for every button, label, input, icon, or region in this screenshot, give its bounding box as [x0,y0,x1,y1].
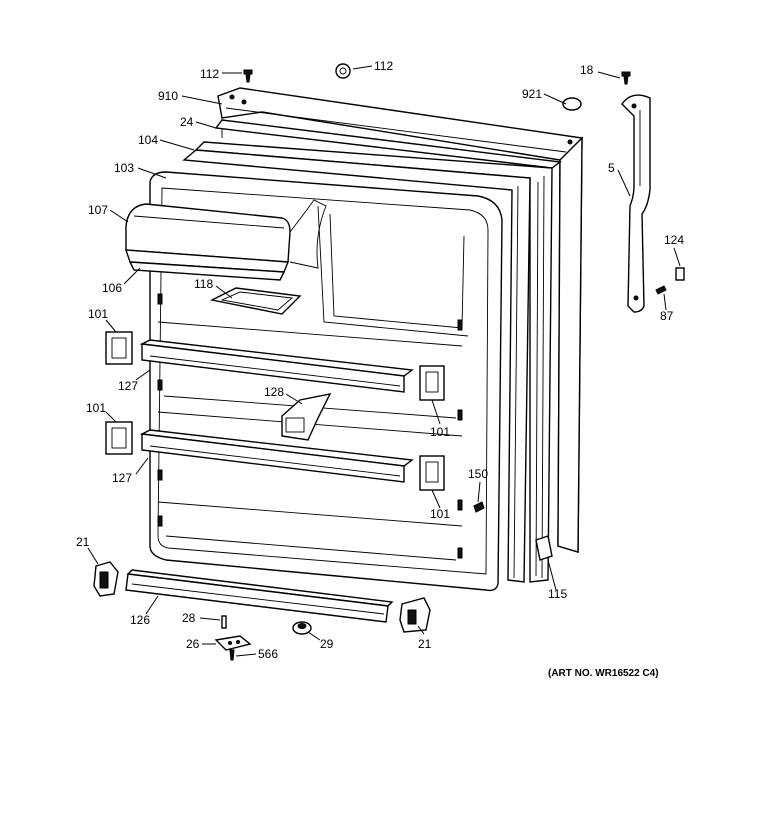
callout-28: 28 [182,611,196,625]
callout-5: 5 [608,161,615,175]
bin-clip [281,393,332,441]
door-handle [621,94,651,313]
callout-112-plug: 112 [374,59,393,73]
callout-115: 115 [548,587,567,601]
callout-101-upper-left: 101 [88,307,108,321]
outer-door-panel [217,87,583,553]
hinge-brackets [93,561,431,633]
callout-29: 29 [320,637,334,651]
callout-103: 103 [114,161,134,175]
callout-101-upper-right: 101 [430,425,450,439]
callout-128: 128 [264,385,284,399]
callout-101-lower-left: 101 [86,401,106,415]
callout-127-upper: 127 [118,379,138,393]
callout-18: 18 [580,63,594,77]
callout-104: 104 [138,133,158,147]
callout-24: 24 [180,115,194,129]
callout-124: 124 [664,233,684,247]
leader-lines [87,65,681,657]
callout-21-left: 21 [76,535,90,549]
dairy-compartment-door [125,199,327,281]
callout-labels: 112 112 18 910 921 24 104 103 5 107 124 … [76,59,684,661]
callout-127-lower: 127 [112,471,132,485]
art-number: (ART NO. WR16522 C4) [548,668,659,679]
callout-107: 107 [88,203,108,217]
callout-910: 910 [158,89,178,103]
callout-118: 118 [194,277,213,291]
door-edge-strip [535,535,553,561]
callout-87: 87 [660,309,674,323]
hardware [214,63,685,661]
callout-101-lower-right: 101 [430,507,450,521]
callout-112-screw: 112 [200,67,219,81]
callout-106: 106 [102,281,122,295]
callout-126: 126 [130,613,150,627]
butter-tray [209,287,302,315]
callout-566: 566 [258,647,278,661]
door-liner-frame [182,149,531,583]
callout-150: 150 [468,467,488,481]
shelf-rail-upper [139,339,414,393]
shelf-rail-lower [139,429,414,483]
callout-26: 26 [186,637,200,651]
bottom-trim [125,569,394,623]
callout-21-right: 21 [418,637,432,651]
callout-921: 921 [522,87,542,101]
